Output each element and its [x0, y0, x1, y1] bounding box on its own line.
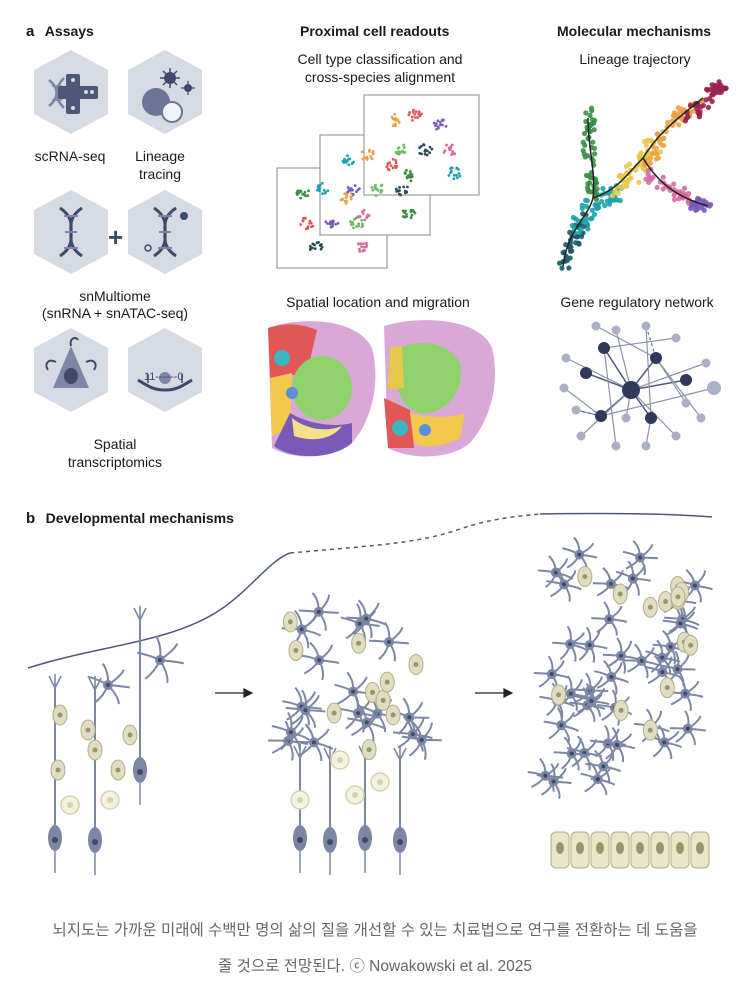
snmultiome-label: snMultiome — [79, 288, 151, 304]
assay-icons: + 11------0 — [34, 50, 202, 412]
snmultiome-sublabel: (snRNA + snATAC-seq) — [41, 305, 189, 321]
brain-section-left — [268, 321, 376, 457]
developmental-stages — [48, 536, 713, 875]
developmental-curve — [27, 512, 713, 698]
developmental-title: Developmental mechanisms — [45, 510, 234, 526]
spatial-transcriptomics-label: Spatial transcriptomics — [67, 436, 163, 470]
stage-middle — [268, 592, 442, 875]
lineage-tracing-label: Lineage tracing — [135, 148, 185, 182]
brain-section-right — [384, 320, 496, 457]
plus-sign: + — [108, 222, 123, 252]
umap-stack — [276, 94, 480, 269]
lineage-tracing-icon — [128, 50, 202, 134]
grn-label: Gene regulatory network — [560, 294, 714, 310]
brain-sections — [268, 320, 496, 457]
assays-title: Assays — [44, 23, 94, 39]
panel-letter-b: b — [26, 510, 36, 527]
spatial-cell-icon — [34, 328, 108, 412]
barcode-label: 11------0 — [144, 371, 184, 383]
panel-b-header: b Developmental mechanisms — [26, 510, 234, 528]
dna-helix-icon — [34, 190, 108, 274]
dna-helix-atac-icon — [128, 190, 202, 274]
scrna-seq-label: scRNA-seq — [34, 148, 106, 164]
molecular-title: Molecular mechanisms — [557, 23, 712, 39]
stage-early — [48, 606, 184, 875]
stage-late — [527, 536, 713, 869]
spatial-location-label: Spatial location and migration — [286, 294, 470, 310]
gene-regulatory-network — [559, 321, 721, 451]
lineage-trajectory-label: Lineage trajectory — [579, 51, 691, 67]
lineage-trajectory-plot — [556, 79, 729, 271]
readouts-title: Proximal cell readouts — [300, 23, 450, 39]
panel-a-header: a Assays — [26, 23, 94, 41]
scrna-seq-icon — [34, 50, 108, 134]
caption-line-2: 줄 것으로 전망된다. ⓒ Nowakowski et al. 2025 — [218, 958, 532, 975]
caption-line-1: 뇌지도는 가까운 미래에 수백만 명의 삶의 질을 개선할 수 있는 치료법으로… — [52, 922, 698, 939]
celltype-label: Cell type classification and cross-speci… — [297, 51, 463, 85]
spatial-barcode-icon — [128, 328, 202, 412]
panel-letter-a: a — [26, 23, 35, 40]
